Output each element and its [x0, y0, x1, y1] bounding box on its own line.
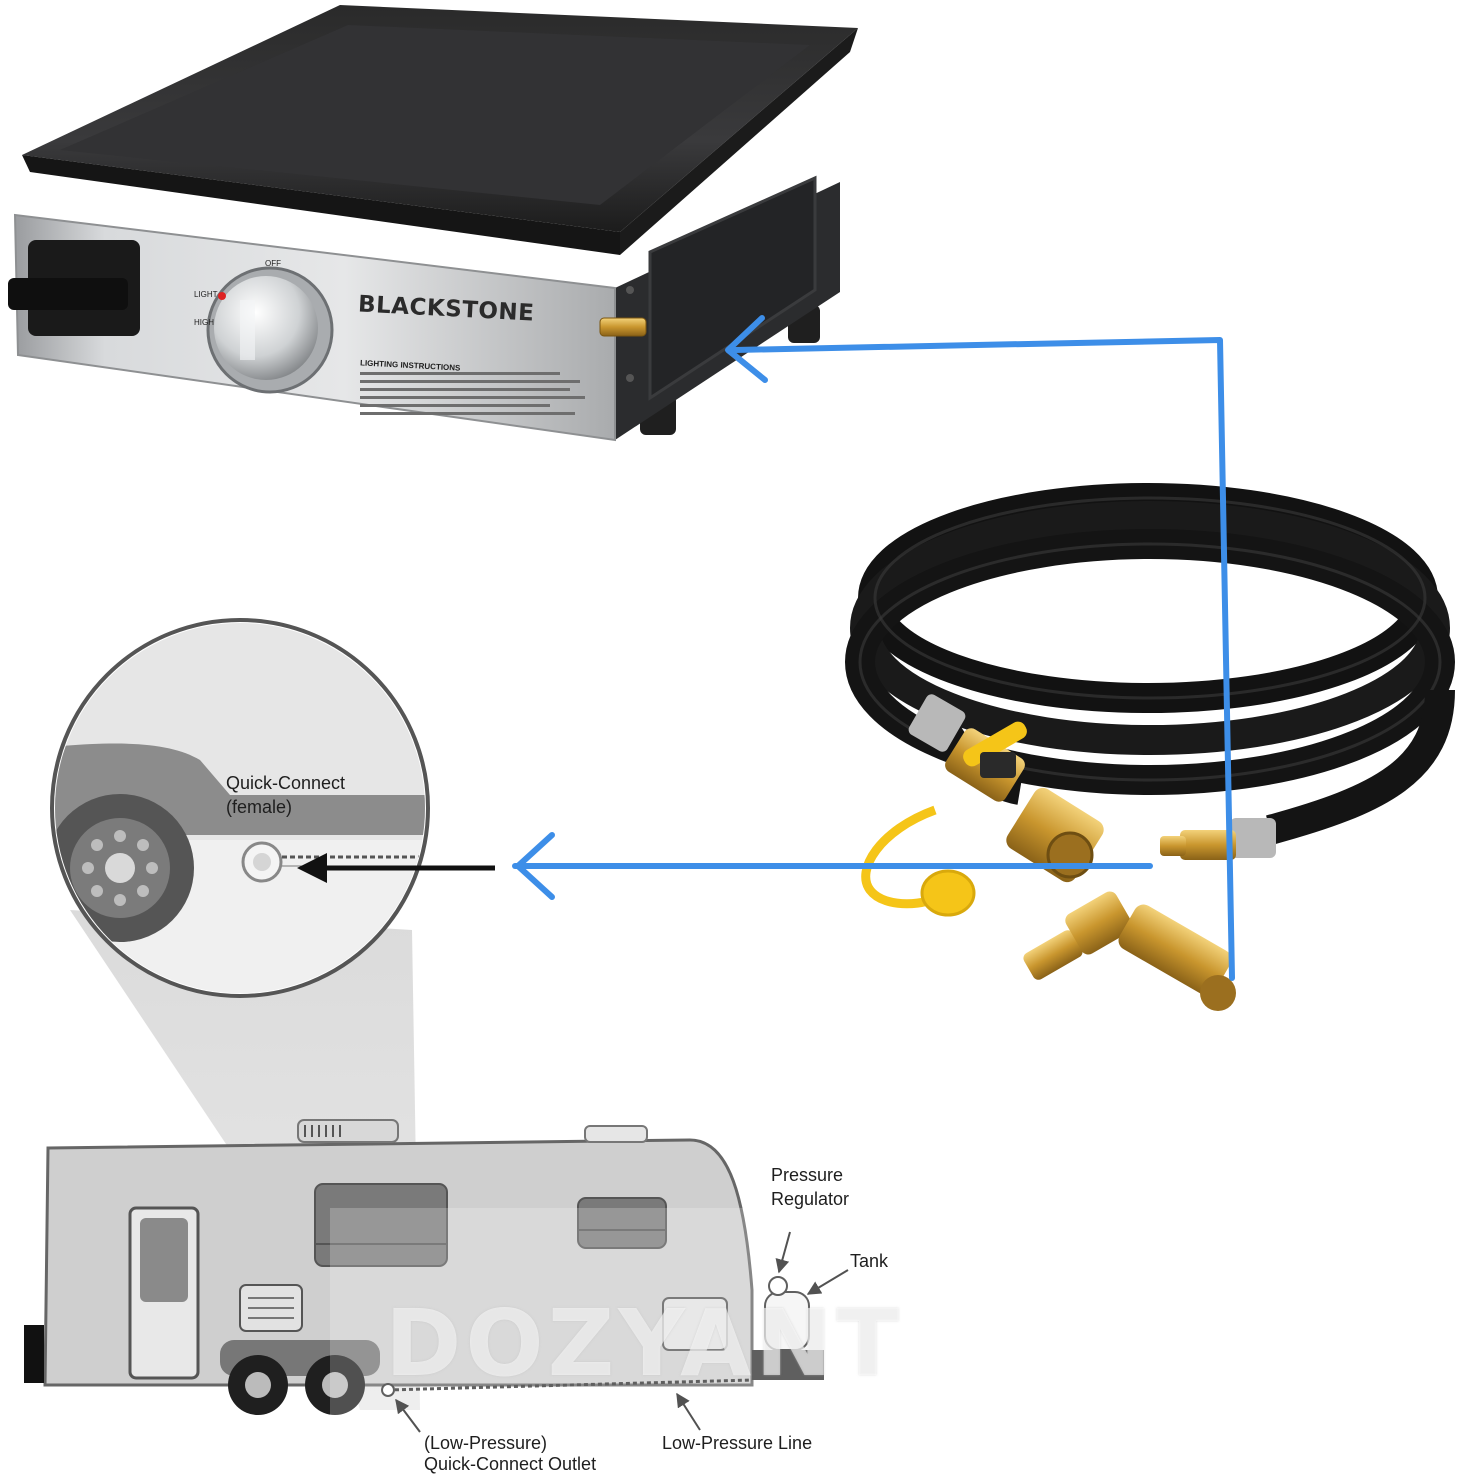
hose-assembly	[845, 483, 1455, 845]
tank-label: Tank	[850, 1251, 889, 1271]
watermark-panel	[330, 1208, 932, 1475]
connection-arrows	[512, 315, 1235, 981]
low-pressure-line-label: Low-Pressure Line	[662, 1433, 813, 1453]
outlet-label-line2: Quick-Connect Outlet	[424, 1454, 597, 1474]
knob-off-label: OFF	[265, 259, 281, 268]
inset-label-line1: Quick-Connect	[226, 773, 346, 793]
knob-high-label: HIGH	[194, 318, 214, 327]
hose-fittings	[861, 694, 1276, 1011]
knob-light-label: LIGHT	[194, 290, 218, 299]
blackstone-griddle	[8, 5, 858, 442]
dozyant-watermark: DOZYANT	[385, 1290, 904, 1397]
pressure-regulator-label-line2: Regulator	[771, 1189, 850, 1209]
rv-trailer	[24, 1119, 849, 1433]
inset-label-line2: (female)	[226, 797, 293, 817]
outlet-label-line1: (Low-Pressure)	[424, 1433, 548, 1453]
quick-connect-inset	[50, 618, 495, 998]
pressure-regulator-label-line1: Pressure	[771, 1165, 844, 1185]
